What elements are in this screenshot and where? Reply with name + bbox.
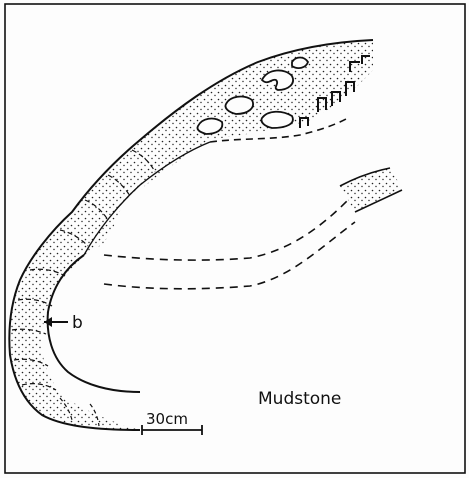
scale-label: 30cm [146,410,188,428]
label-b: b [72,313,83,333]
rock-label: Mudstone [258,389,341,409]
dashed-limb [104,168,402,289]
